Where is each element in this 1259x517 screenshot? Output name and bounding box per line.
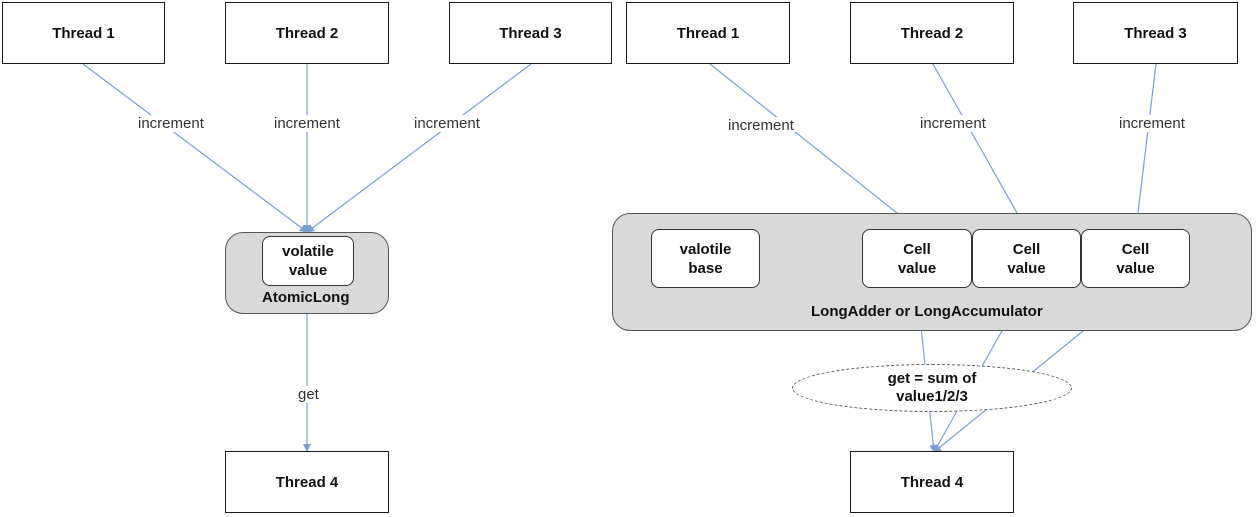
right-increment-label-3: increment	[1118, 115, 1186, 132]
volatile-value-box: volatile value	[262, 236, 354, 286]
left-thread-1: Thread 1	[2, 2, 165, 64]
right-increment-label-2: increment	[919, 115, 987, 132]
cell-value-box-1: Cell value	[862, 229, 972, 288]
arrow-left-t1-to-atomic	[82, 63, 308, 233]
right-thread-2: Thread 2	[850, 2, 1014, 64]
longadder-label: LongAdder or LongAccumulator	[811, 303, 1043, 320]
right-increment-label-1: increment	[727, 117, 795, 134]
arrow-right-t3-to-cell3	[1132, 63, 1157, 230]
volatile-base-box: valotile base	[651, 229, 760, 288]
sum-note-ellipse: get = sum of value1/2/3	[792, 364, 1072, 412]
left-thread-4: Thread 4	[225, 451, 389, 513]
cell-value-box-3: Cell value	[1081, 229, 1190, 288]
arrow-left-t3-to-atomic	[306, 63, 532, 233]
left-increment-label-2: increment	[273, 115, 341, 132]
left-thread-3: Thread 3	[449, 2, 612, 64]
left-increment-label-1: increment	[137, 115, 205, 132]
right-thread-1: Thread 1	[626, 2, 790, 64]
right-thread-3: Thread 3	[1073, 2, 1238, 64]
atomiclong-label: AtomicLong	[262, 289, 350, 306]
cell-value-box-2: Cell value	[972, 229, 1081, 288]
arrow-right-t2-to-cell2	[932, 63, 1027, 230]
left-increment-label-3: increment	[413, 115, 481, 132]
right-thread-4: Thread 4	[850, 451, 1014, 513]
left-thread-2: Thread 2	[225, 2, 389, 64]
left-get-label: get	[297, 386, 320, 403]
arrow-right-t1-to-cell1	[709, 63, 918, 230]
